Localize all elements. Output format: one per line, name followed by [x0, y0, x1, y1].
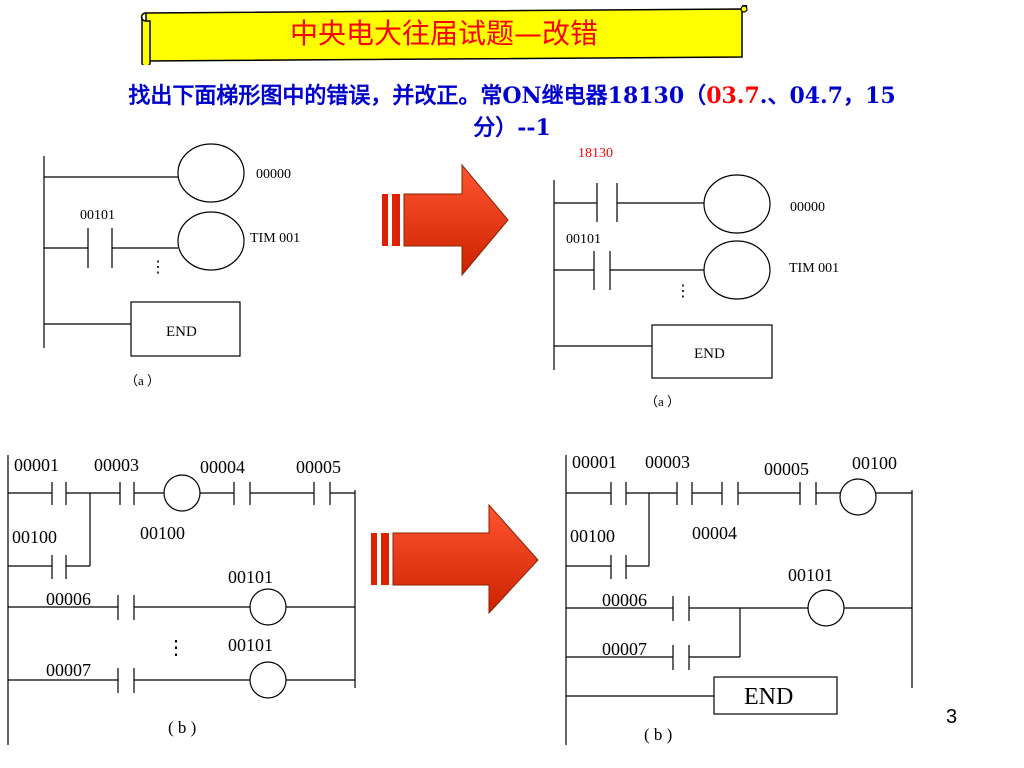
question-line2: 分）--1 [473, 115, 551, 141]
ladder-b-corrected [565, 455, 913, 745]
a-right-dots: ⋮ [675, 283, 691, 300]
a-left-coil2-label: TIM 001 [250, 231, 300, 246]
question-part2: .、04.7，15 [759, 83, 896, 109]
b-right-end-label: END [744, 684, 793, 710]
page-title: 中央电大往届试题—改错 [289, 17, 598, 50]
b-left-c3-label: 00003 [94, 455, 139, 475]
a-right-caption: （a ） [645, 394, 680, 409]
b-left-c4-label: 00004 [200, 457, 245, 477]
b-left-c5-label: 00005 [296, 457, 341, 477]
a-left-end-label: END [166, 324, 197, 340]
b-right-caption: ( b ) [644, 725, 672, 744]
a-right-coil1-label: 00000 [790, 200, 825, 215]
title-scroll-banner [140, 5, 748, 65]
b-right-c7-label: 00007 [602, 639, 647, 659]
question-red-part: 03.7 [706, 83, 760, 109]
question-part1: 找出下面梯形图中的错误，并改正。常ON继电器18130（ [128, 83, 707, 109]
a-left-contact-label: 00101 [80, 208, 115, 223]
a-left-dots: ⋮ [150, 259, 166, 276]
a-right-contact-label: 00101 [566, 232, 601, 247]
a-right-contact-18130-label: 18130 [578, 146, 613, 161]
b-right-coil101-label: 00101 [788, 565, 833, 585]
b-left-dots: ⋮ [166, 637, 186, 659]
ladder-a-original [43, 143, 245, 357]
b-left-c100-label: 00100 [12, 527, 57, 547]
b-left-c7-label: 00007 [46, 660, 91, 680]
b-right-c3-label: 00003 [645, 452, 690, 472]
b-right-coil100-label: 00100 [852, 453, 897, 473]
b-left-coil100-label: 00100 [140, 523, 185, 543]
b-right-c4-label: 00004 [692, 523, 737, 543]
b-left-caption: ( b ) [168, 718, 196, 737]
correction-arrow-bottom [371, 503, 539, 615]
question-text: 找出下面梯形图中的错误，并改正。常ON继电器18130（03.7.、04.7，1… [10, 80, 1014, 144]
b-right-c5-label: 00005 [764, 459, 809, 479]
correction-arrow-top [382, 163, 509, 277]
ladder-b-original [7, 455, 356, 745]
a-right-coil2-label: TIM 001 [789, 261, 839, 276]
a-right-end-label: END [694, 346, 725, 362]
b-left-coil101b-label: 00101 [228, 635, 273, 655]
b-right-c100-label: 00100 [570, 526, 615, 546]
b-left-c1-label: 00001 [14, 455, 59, 475]
b-right-c6-label: 00006 [602, 590, 647, 610]
a-left-caption: （a ） [125, 373, 160, 388]
b-left-coil101a-label: 00101 [228, 567, 273, 587]
page-number: 3 [946, 706, 958, 728]
a-left-coil1-label: 00000 [256, 167, 291, 182]
ladder-a-corrected [553, 174, 773, 379]
b-left-c6-label: 00006 [46, 589, 91, 609]
b-right-c1-label: 00001 [572, 452, 617, 472]
